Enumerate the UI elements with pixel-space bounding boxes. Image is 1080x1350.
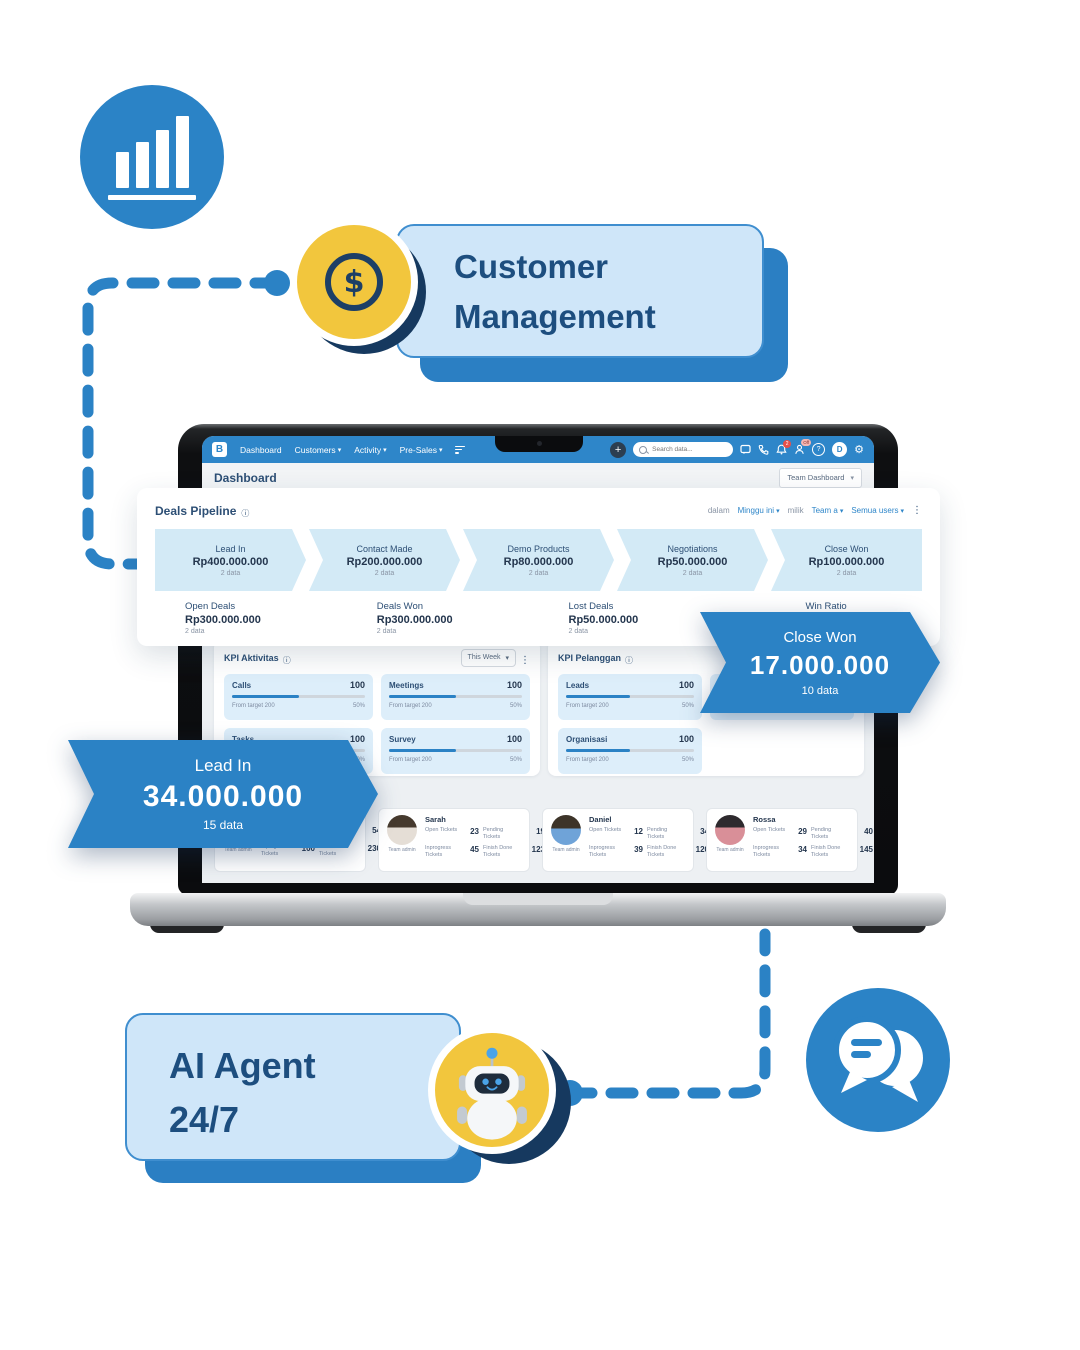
quick-add-button[interactable] [610,441,627,458]
nav-item-presales[interactable]: Pre-Sales [400,445,443,455]
presence-toggle-button[interactable]: Off [794,439,812,455]
person-icon [795,444,804,454]
chat-bubbles-graphic [833,1016,923,1102]
laptop-base-notch [463,893,613,905]
laptop-foot [852,924,926,933]
summary-win-ratio: Win Ratio [805,601,847,612]
kebab-menu-icon[interactable] [912,505,922,516]
member-avatar [551,815,581,845]
summary-deals-won: Deals Won Rp300.000.000 2 data [376,601,453,635]
bar-chart-icon [80,85,224,229]
stage-lead-in: Lead In Rp400.000.000 2 data [155,529,306,591]
stage-negotiations: Negotiations Rp50.000.000 2 data [617,529,768,591]
dollar-sign-icon [325,253,383,311]
help-button[interactable] [812,443,826,456]
chevron-down-icon [850,473,854,482]
nav-item-activity[interactable]: Activity [354,445,386,455]
robot-badge [428,1026,556,1154]
period-filter[interactable]: Minggu ini [738,506,780,515]
summary-lost-deals: Lost Deals Rp50.000.000 2 data [568,601,639,635]
off-badge: Off [801,439,812,446]
bar-chart-bars [115,114,189,188]
search-icon [639,445,648,454]
pipeline-title: Deals Pipeline [155,503,237,518]
member-avatar [715,815,745,845]
progress-bar [232,695,365,698]
chevron-down-icon [840,506,844,515]
team-filter[interactable]: Team a [812,506,844,515]
gear-icon[interactable] [854,443,864,456]
laptop-base [130,893,946,926]
member-name: Rossa [753,815,776,824]
pipeline-stages: Lead In Rp400.000.000 2 data Contact Mad… [155,529,922,591]
camera-dot [537,441,542,446]
member-avatar [387,815,417,845]
member-name: Sarah [425,815,446,824]
chevron-down-icon [439,445,443,455]
progress-bar [389,695,522,698]
stage-contact-made: Contact Made Rp200.000.000 2 data [309,529,460,591]
notifications-button[interactable]: 2 [776,440,792,455]
summary-open-deals: Open Deals Rp300.000.000 2 data [185,601,261,635]
search-box[interactable] [633,442,734,457]
sort-menu-icon[interactable] [455,445,466,454]
close-won-banner: Close Won 17.000.000 10 data [700,612,940,713]
chevron-down-icon [338,445,342,455]
lead-in-banner: Lead In 34.000.000 15 data [68,740,378,848]
pipeline-summary: Open Deals Rp300.000.000 2 data Deals Wo… [155,601,922,635]
dollar-coin-icon [290,218,418,346]
robot-icon [457,1047,527,1140]
phone-icon [758,444,769,455]
camera-notch [495,436,583,452]
messages-button[interactable] [740,444,751,455]
kpi-aktivitas-title: KPI Aktivitas [224,652,279,663]
progress-bar [566,749,694,752]
kebab-menu-icon[interactable] [520,648,530,667]
filter-label-dalam: dalam [707,506,730,515]
stage-close-won: Close Won Rp100.000.000 2 data [771,529,922,591]
ai-agent-label: AI Agent 24/7 [169,1045,316,1140]
users-filter[interactable]: Semua users [851,506,904,515]
brand-logo: B [212,442,227,457]
progress-bar [389,749,522,752]
chat-square-icon [740,444,751,454]
filter-label-milik: milik [787,506,804,515]
bar-chart-baseline [108,195,196,200]
nav-item-dashboard[interactable]: Dashboard [240,444,282,455]
team-dashboard-select[interactable]: Team Dashboard [779,467,862,488]
customer-management-label: Customer Management [454,248,656,335]
page-title: Dashboard [214,470,277,485]
chevron-down-icon [505,654,509,662]
notification-badge: 2 [783,440,792,448]
chevron-down-icon [383,445,387,455]
search-input[interactable] [650,445,725,454]
calls-button[interactable] [758,444,769,455]
info-icon[interactable] [283,648,291,667]
stage-demo-products: Demo Products Rp80.000.000 2 data [463,529,614,591]
connector-dot [264,270,290,296]
period-select[interactable]: This Week [460,648,516,667]
kpi-pelanggan-title: KPI Pelanggan [558,652,622,663]
info-icon[interactable] [625,648,633,667]
info-icon[interactable] [241,501,249,520]
chat-bubbles-icon [806,988,950,1132]
nav-item-customers[interactable]: Customers [295,445,342,455]
chevron-down-icon [776,506,780,515]
user-avatar[interactable]: D [832,442,848,457]
chevron-down-icon [900,506,904,515]
ai-agent-callout: AI Agent 24/7 [125,1013,461,1161]
progress-bar [566,695,694,698]
customer-management-callout: Customer Management [396,224,764,358]
laptop-foot [150,924,224,933]
member-name: Daniel [589,815,612,824]
